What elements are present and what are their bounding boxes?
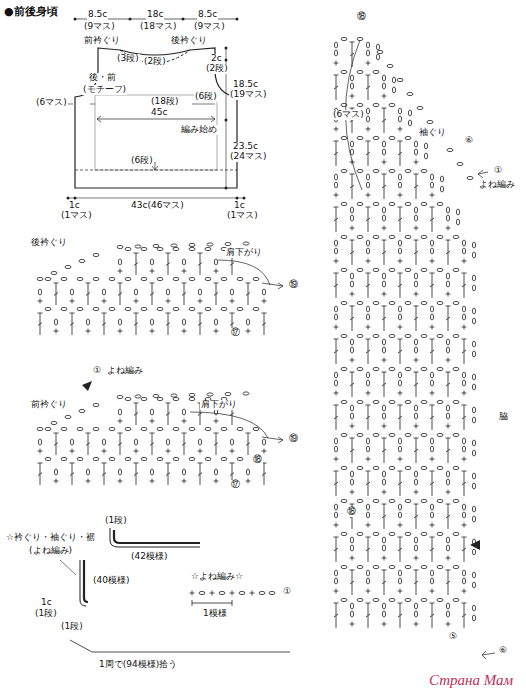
chart-label: (19マス) <box>229 90 267 100</box>
chart-label: 23.5c <box>232 142 259 152</box>
chart-label: (1段) <box>104 516 128 526</box>
chart-label: 45c <box>150 108 168 118</box>
chart-label: ⑤ <box>448 632 458 642</box>
chart-label: 前衿ぐり <box>30 400 68 410</box>
chart-label: ① <box>282 587 292 597</box>
chart-label: 1c <box>68 201 81 211</box>
chart-label: ⑰ <box>230 480 241 490</box>
chart-label: ☆よね編み☆ <box>190 572 244 582</box>
chart-label: 後衿ぐり <box>30 238 68 248</box>
chart-label: (9マス) <box>193 22 226 32</box>
chart-label: ⑰ <box>230 328 241 338</box>
chart-label: (6段) <box>194 92 218 102</box>
chart-label: ⑥ <box>498 646 508 656</box>
chart-label: 脇 <box>498 412 509 422</box>
chart-label: 肩下がり <box>200 400 238 410</box>
chart-label: (3段) <box>116 54 140 64</box>
chart-label: (よね編み) <box>28 546 73 556</box>
chart-label: 2c <box>210 54 223 64</box>
chart-label: 43c(46マス) <box>130 201 185 211</box>
chart-label: (6段) <box>130 156 154 166</box>
chart-label: 18.5c <box>232 80 259 90</box>
chart-label: ⑥ <box>464 136 474 146</box>
chart-label: 編み始め <box>180 125 218 135</box>
chart-label: ⑲ <box>288 280 299 290</box>
chart-label: 1c <box>233 201 246 211</box>
chart-label: (2段) <box>205 64 229 74</box>
chart-label: ① <box>493 166 503 176</box>
chart-label: ⑱ <box>346 507 357 517</box>
chart-label: 前衿ぐり <box>83 36 121 46</box>
chart-label: 1c <box>40 598 53 608</box>
chart-label: ⑱ <box>356 12 367 22</box>
chart-label: (1段) <box>60 622 84 632</box>
chart-label: 8.5c <box>197 10 218 20</box>
chart-label: ⑲ <box>288 434 299 444</box>
chart-label: (40模様) <box>92 576 130 586</box>
watermark: Страна Мам <box>428 672 514 689</box>
chart-label: ☆衿ぐり・袖ぐり・裾 <box>5 533 96 543</box>
chart-label: (9マス) <box>83 22 116 32</box>
chart-label: (6マス) <box>35 98 68 108</box>
chart-label: (2段) <box>143 57 167 67</box>
chart-label: (1マス) <box>226 211 259 221</box>
chart-label: (18段) <box>150 97 179 107</box>
chart-label: (1マス) <box>60 211 93 221</box>
chart-label: 後衿ぐり <box>170 36 208 46</box>
chart-label: (1段) <box>34 609 58 619</box>
title: ●前後身頃 <box>4 4 58 19</box>
chart-label: ⑱ <box>252 455 263 465</box>
chart-label: (42模様) <box>130 552 168 562</box>
stitch-symbols <box>37 37 476 628</box>
chart-label: (6マス) <box>332 110 365 120</box>
chart-label: 後・前 <box>88 73 117 83</box>
chart-label: (モチーフ) <box>82 85 127 95</box>
chart-label: 肩下がり <box>225 248 263 258</box>
chart-label: よね編み <box>478 180 516 190</box>
chart-label: 18c <box>146 10 164 20</box>
chart-label: (24マス) <box>229 152 267 162</box>
chart-label: (18マス) <box>139 22 177 32</box>
chart-label: 1周で(94模様)拾う <box>98 660 178 670</box>
chart-label: よね編み <box>106 366 144 376</box>
chart-label: 8.5c <box>87 10 108 20</box>
chart-label: ① <box>92 366 102 376</box>
chart-label: 袖ぐり <box>418 128 447 138</box>
chart-label: 1模様 <box>202 609 228 619</box>
